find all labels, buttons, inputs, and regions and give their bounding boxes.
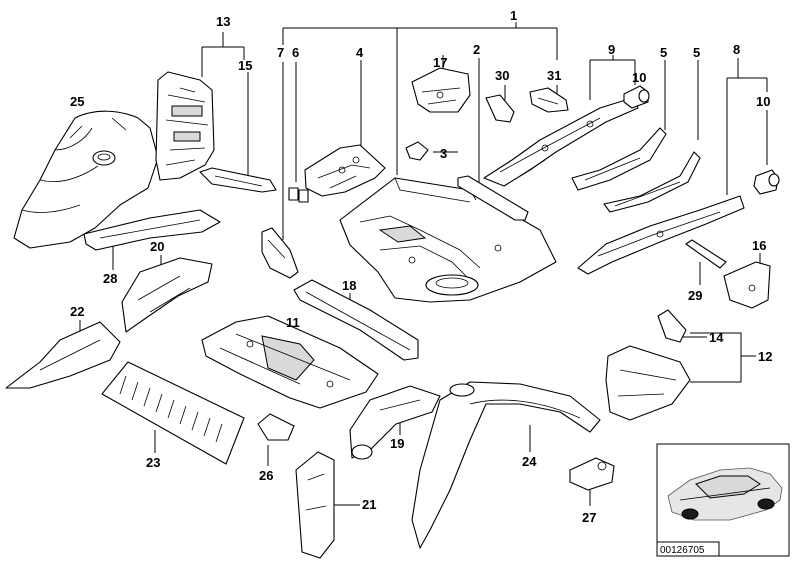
callout-5a: 5 [660, 45, 667, 60]
part-bracket-18 [293, 279, 419, 361]
part-bracket-19 [349, 385, 441, 460]
callout-12: 12 [758, 349, 772, 364]
callout-6: 6 [292, 45, 299, 60]
callout-11: 11 [286, 315, 300, 330]
callout-31: 31 [547, 68, 561, 83]
vehicle-inset: 00126705 [656, 443, 790, 557]
part-strip-15 [199, 167, 277, 193]
callout-24: 24 [522, 454, 537, 469]
callout-18: 18 [342, 278, 356, 293]
callout-22: 22 [70, 304, 84, 319]
part-bracket-27 [569, 457, 615, 491]
part-bracket-16 [723, 261, 771, 309]
part-wheel-housing-left [13, 110, 159, 249]
callout-8: 8 [733, 42, 740, 57]
part-bracket-30 [485, 94, 515, 123]
part-floor-panel-11 [201, 315, 379, 409]
part-clip-14 [657, 309, 687, 343]
callout-10a: 10 [632, 70, 646, 85]
part-clip-3 [405, 141, 429, 161]
callout-labels: 1 2 3 4 5 5 6 7 8 9 10 10 11 12 13 14 15… [70, 8, 772, 525]
inset-code: 00126705 [660, 545, 705, 556]
callout-1: 1 [510, 8, 517, 23]
callout-20: 20 [150, 239, 164, 254]
part-bracket-20 [121, 257, 213, 333]
part-bracket-5a [571, 127, 667, 191]
part-strip-29 [685, 239, 727, 269]
callout-3: 3 [440, 146, 447, 161]
part-bracket-4 [304, 144, 386, 197]
callout-29: 29 [688, 288, 702, 303]
part-trunk-floor [339, 177, 557, 303]
callout-4: 4 [356, 45, 364, 60]
callout-10b: 10 [756, 94, 770, 109]
part-cap-10-upper [623, 85, 650, 109]
part-bracket-5b [603, 151, 701, 213]
callout-14: 14 [709, 330, 724, 345]
part-bracket-17 [411, 67, 471, 113]
callout-25: 25 [70, 94, 84, 109]
callout-28: 28 [103, 271, 117, 286]
part-cap-10-right [753, 169, 780, 195]
part-wheel-arch-24 [411, 381, 601, 549]
part-wheelhouse-panel [155, 71, 215, 181]
part-bracket-12 [605, 345, 691, 421]
part-strip-2 [457, 175, 529, 221]
part-side-panel-22 [5, 321, 121, 389]
callout-23: 23 [146, 455, 160, 470]
callout-9: 9 [608, 42, 615, 57]
callout-5b: 5 [693, 45, 700, 60]
callout-7: 7 [277, 45, 284, 60]
part-ribbed-panel-23 [101, 361, 245, 465]
callout-16: 16 [752, 238, 766, 253]
part-bracket-31 [529, 87, 569, 113]
callout-19: 19 [390, 436, 404, 451]
part-plate-7 [261, 227, 299, 279]
callout-17: 17 [433, 55, 447, 70]
callout-21: 21 [362, 497, 376, 512]
callout-30: 30 [495, 68, 509, 83]
part-clip-6 [288, 187, 309, 203]
part-vertical-panel-21 [295, 451, 335, 559]
part-rear-member-8 [577, 195, 745, 275]
car-outline [667, 467, 783, 521]
part-side-member-9 [483, 97, 639, 187]
callout-15: 15 [238, 58, 252, 73]
callout-13: 13 [216, 14, 230, 29]
callout-2: 2 [473, 42, 480, 57]
part-clip-26 [257, 413, 295, 441]
callout-27: 27 [582, 510, 596, 525]
part-cross-member-28 [83, 209, 221, 251]
inset-code-box [656, 541, 720, 557]
callout-26: 26 [259, 468, 273, 483]
